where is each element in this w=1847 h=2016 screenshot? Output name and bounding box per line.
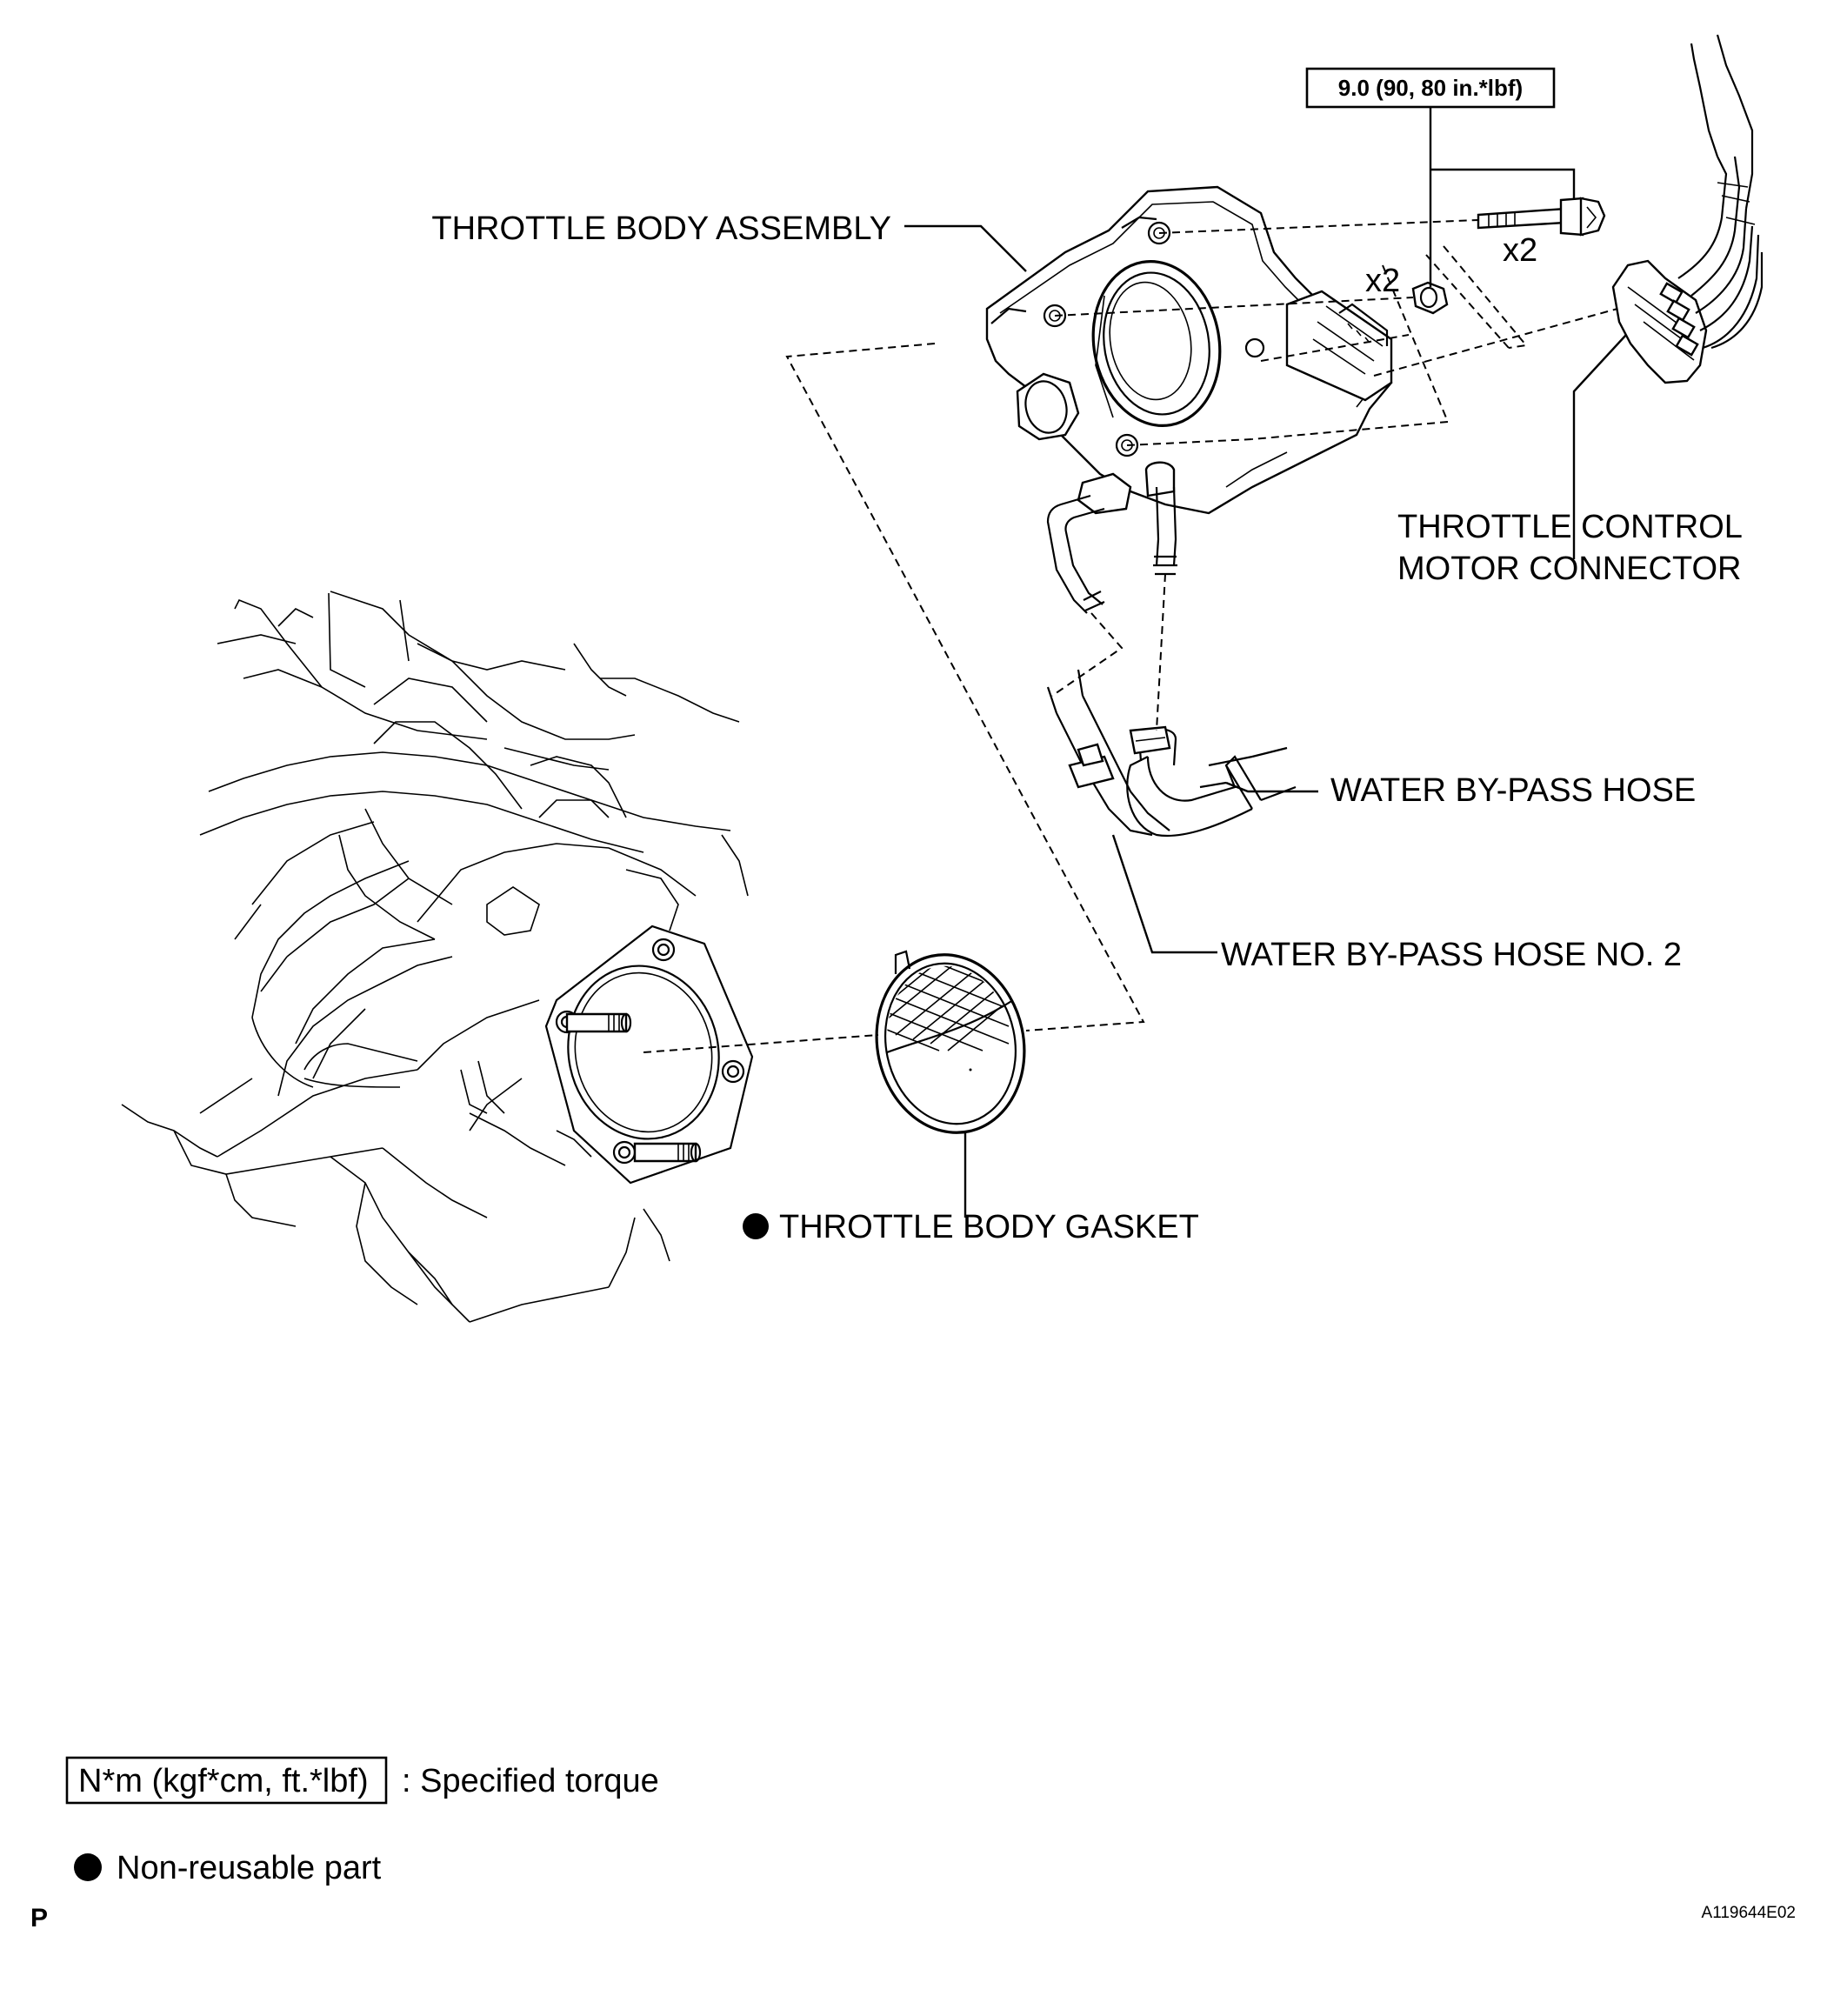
- throttle-body-gasket-label: THROTTLE BODY GASKET: [779, 1209, 1199, 1245]
- legend-non-reusable-icon: [74, 1853, 102, 1881]
- water-bypass-hose-no2-label: WATER BY-PASS HOSE NO. 2: [1221, 937, 1682, 973]
- corner-mark-p: P: [30, 1904, 48, 1933]
- throttle-body-gasket: [872, 950, 1026, 1134]
- alignment-lines: [643, 219, 1618, 1053]
- non-reusable-marker-icon: [743, 1213, 769, 1239]
- water-bypass-hose: [1126, 725, 1297, 837]
- legend-non-reusable-meaning: Non-reusable part: [117, 1850, 382, 1886]
- engine-intake-background: [121, 591, 749, 1323]
- nut-quantity-label: x2: [1365, 263, 1400, 299]
- water-bypass-hose-no2: [1046, 669, 1170, 837]
- bolt-quantity-label: x2: [1503, 232, 1537, 269]
- throttle-control-motor-connector-label-line2: MOTOR CONNECTOR: [1397, 551, 1742, 587]
- torque-spec-box: 9.0 (90, 80 in.*lbf): [1305, 67, 1556, 109]
- figure-code: A119644E02: [1702, 1904, 1796, 1922]
- torque-spec-text: 9.0 (90, 80 in.*lbf): [1338, 75, 1523, 101]
- flange-stud-lower: [633, 1142, 702, 1163]
- legend-torque-unit: N*m (kgf*cm, ft.*lbf): [78, 1763, 369, 1799]
- throttle-body-gasket-callout: THROTTLE BODY GASKET: [743, 1209, 1199, 1245]
- throttle-control-motor-connector-label-line1: THROTTLE CONTROL: [1397, 509, 1743, 545]
- throttle-body-nut: [1411, 281, 1449, 315]
- throttle-body-bolt: [1477, 197, 1606, 237]
- throttle-control-motor-connector: [1611, 34, 1764, 384]
- water-bypass-hose-label: WATER BY-PASS HOSE: [1330, 772, 1696, 809]
- legend-torque-meaning: : Specified torque: [402, 1763, 659, 1799]
- flange-stud-upper: [565, 1012, 632, 1033]
- throttle-body-assembly-label: THROTTLE BODY ASSEMBLY: [431, 210, 891, 247]
- legend-torque-box: [65, 1756, 388, 1805]
- legend: N*m (kgf*cm, ft.*lbf) : Specified torque…: [65, 1756, 659, 1886]
- leader-lines: [904, 106, 1627, 1218]
- throttle-body-assembly: [985, 185, 1393, 614]
